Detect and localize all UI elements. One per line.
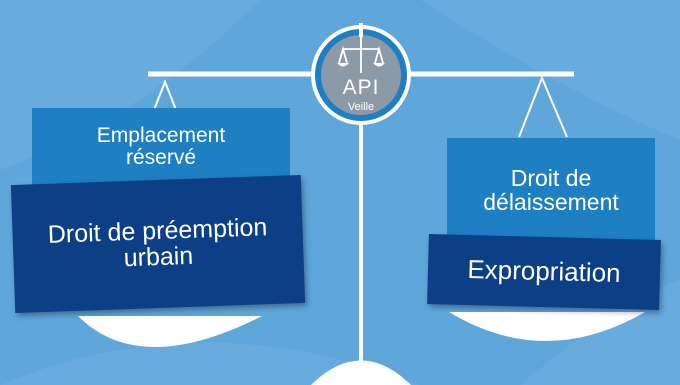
right-bottom-box: Expropriation [427, 233, 661, 311]
logo-title: API [342, 76, 380, 99]
logo-badge [311, 23, 411, 125]
right-pan-strings [518, 75, 568, 138]
right-bottom-label: Expropriation [467, 254, 621, 289]
scale-base [311, 360, 411, 385]
left-pan [78, 316, 262, 347]
left-bottom-label: Droit de préemption urbain [47, 212, 268, 273]
scales-icon [337, 37, 385, 73]
left-bottom-box: Droit de préemption urbain [10, 174, 306, 314]
left-top-box: Emplacement réservé [32, 108, 290, 186]
logo-subtitle: Veille [347, 101, 375, 113]
right-top-box: Droit de délaissement [447, 138, 655, 242]
api-veille-logo: API Veille [309, 23, 413, 127]
left-top-label: Emplacement réservé [96, 123, 226, 169]
right-pan [449, 312, 645, 341]
right-top-label: Droit de délaissement [483, 164, 619, 215]
scale-frame [78, 71, 645, 385]
